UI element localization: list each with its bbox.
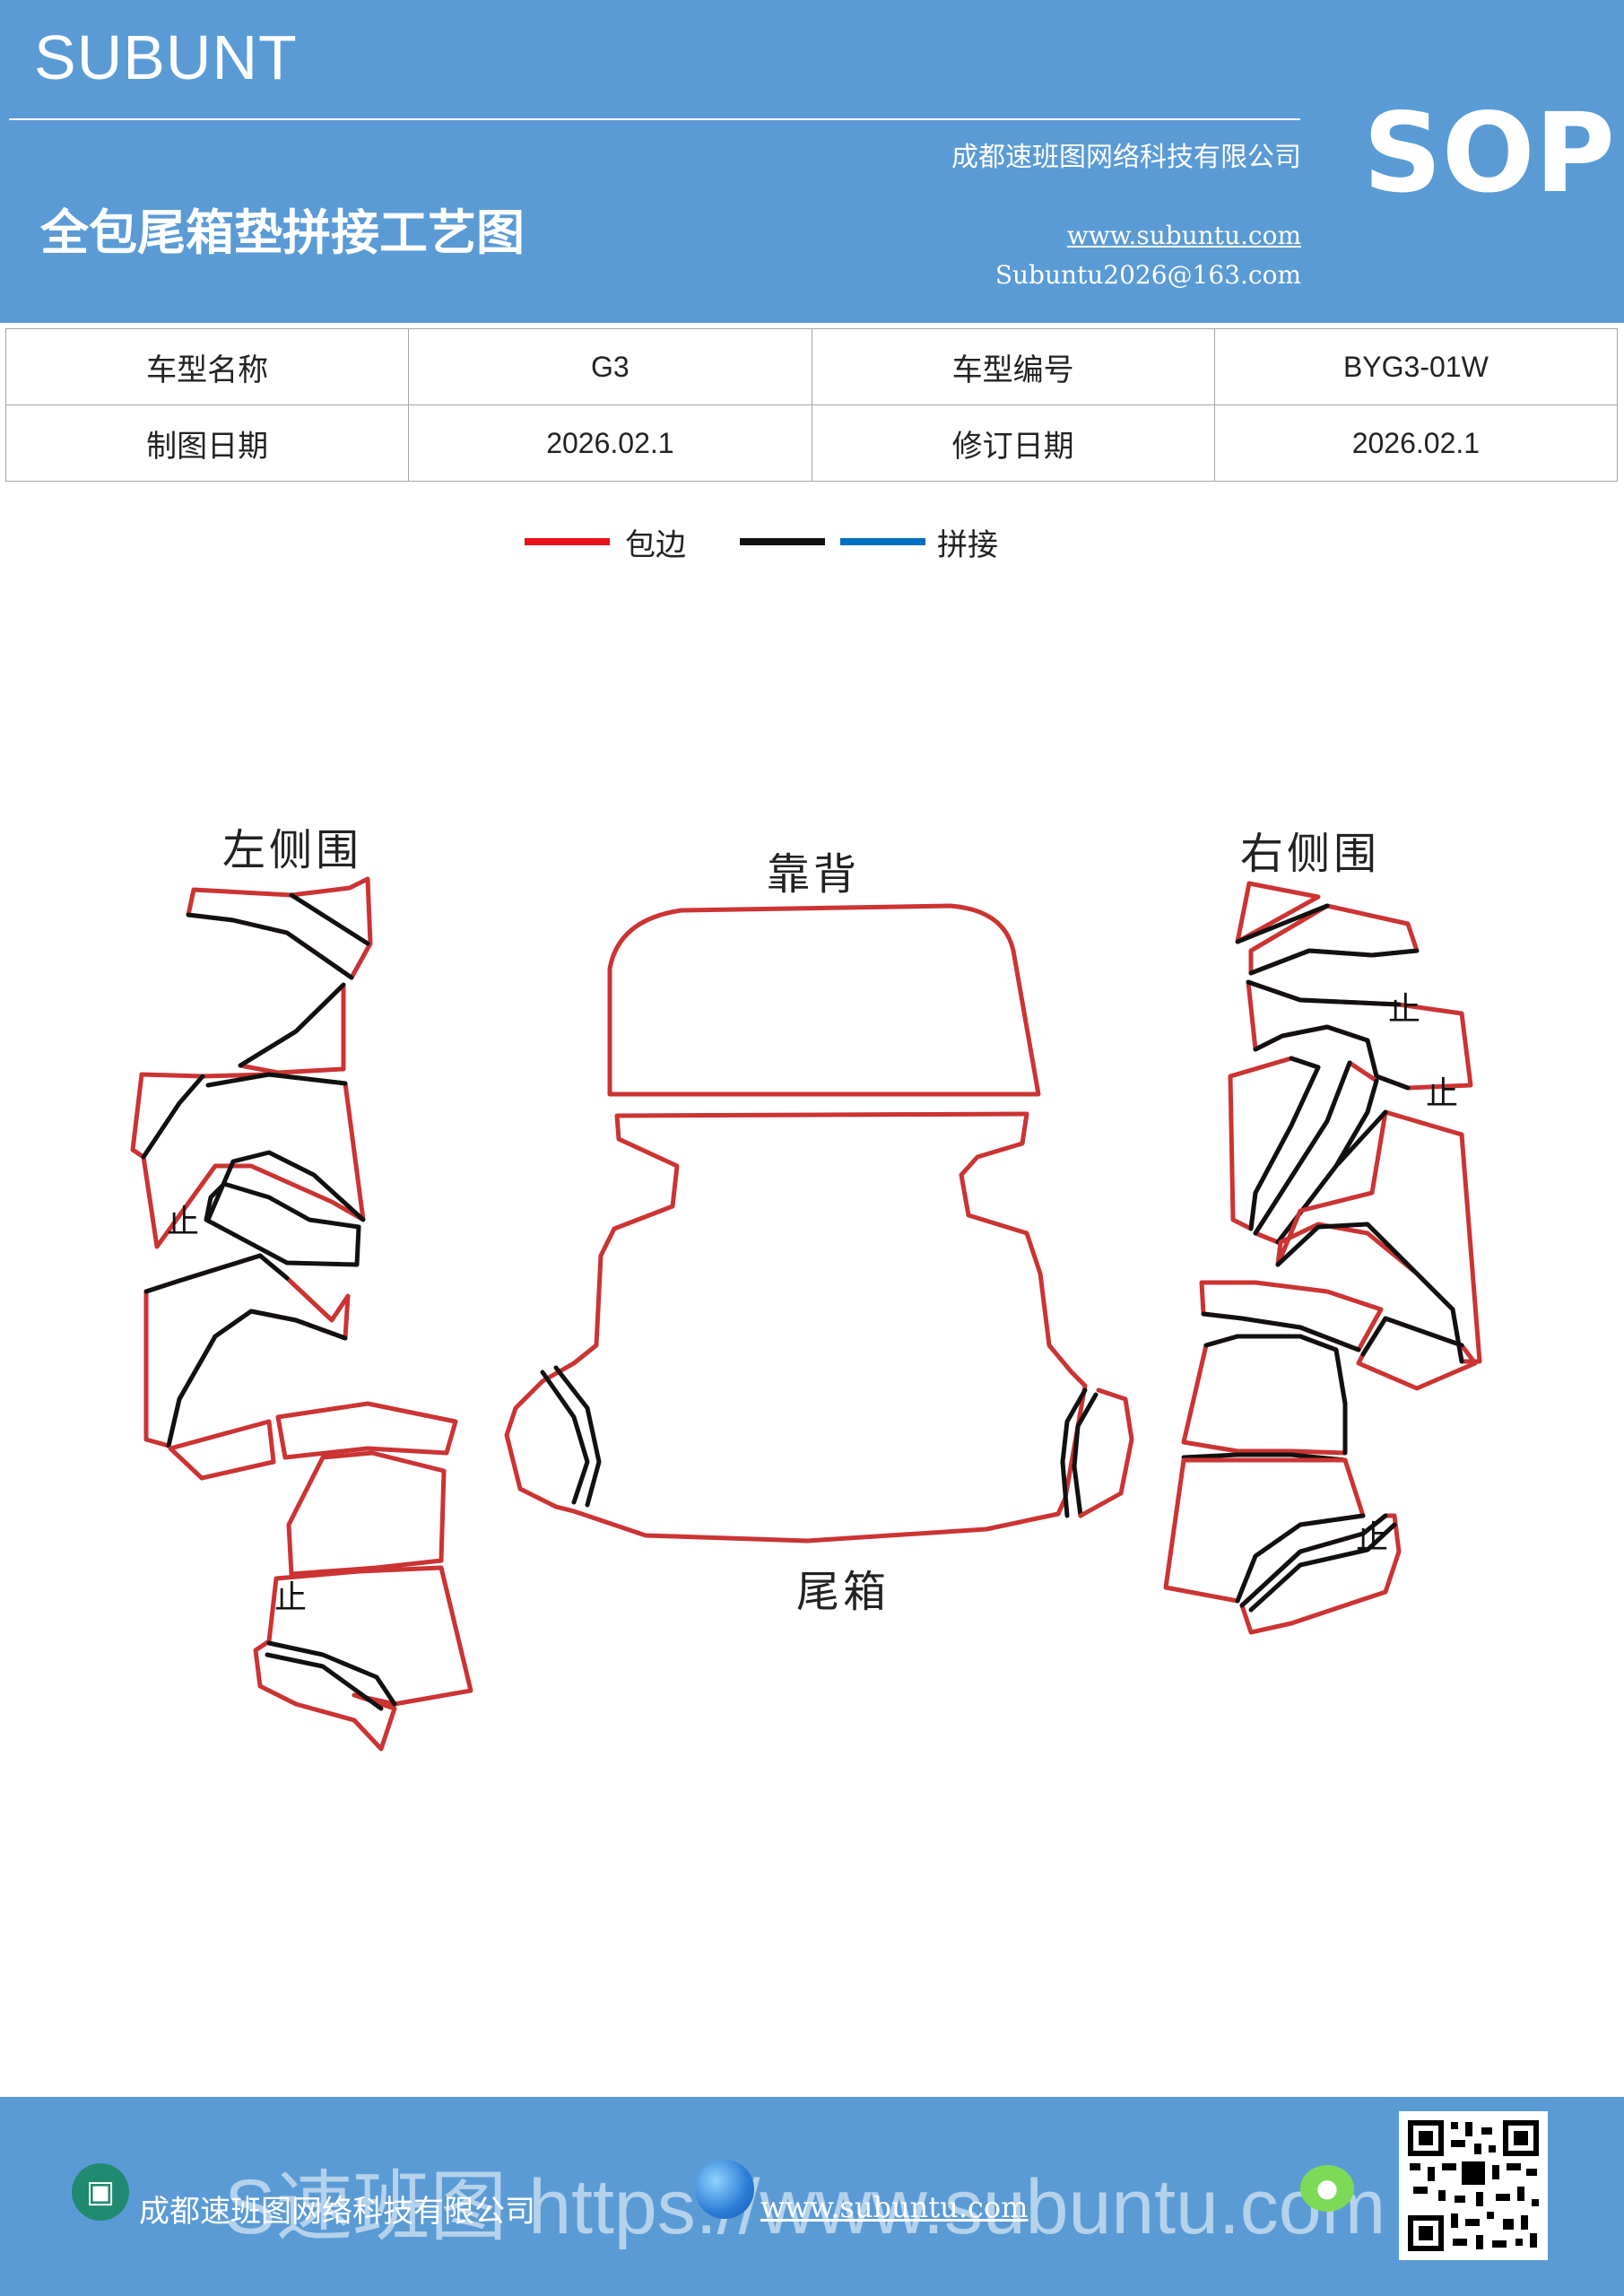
header-divider	[9, 118, 1300, 120]
stop-mark: 止	[1356, 1519, 1389, 1556]
edge-legend-label: 包边	[625, 527, 686, 563]
contact-email[interactable]: Subuntu2026@163.com	[994, 260, 1301, 290]
right-piece-6	[1275, 1109, 1482, 1364]
model-code-label: 车型编号	[811, 328, 1215, 405]
qr-code[interactable]	[1399, 2111, 1548, 2260]
right-piece-1	[1235, 881, 1321, 944]
backrest-label: 靠背	[767, 849, 861, 900]
building-icon: ▣	[72, 2163, 129, 2221]
right-seam-15	[1239, 1513, 1388, 1608]
left-seam-10	[266, 1640, 397, 1707]
left-piece-8	[253, 1565, 473, 1752]
right-seam-2	[1248, 948, 1420, 976]
brand-name: SUBUNT	[34, 22, 298, 92]
wechat-icon: ●	[1300, 2165, 1354, 2212]
left-seam-4	[141, 1074, 205, 1160]
right-side-panels	[1163, 881, 1482, 1635]
right-seam-6	[1253, 1060, 1352, 1236]
back-panel	[607, 903, 1041, 1097]
left-seam-9	[166, 1309, 348, 1448]
right-seam-3	[1246, 979, 1402, 1007]
left-seam-11	[265, 1652, 384, 1711]
trunk-panel	[504, 1111, 1134, 1544]
footer-company-name: 成都速班图网络科技有限公司	[139, 2194, 535, 2230]
left-seam-1	[186, 912, 354, 980]
trunk-seam-left-2	[553, 1365, 602, 1508]
stop-mark: 止	[1426, 1075, 1459, 1112]
header-banner: SUBUNT 成都速班图网络科技有限公司 全包尾箱垫拼接工艺图 www.subu…	[0, 0, 1624, 323]
globe-icon	[695, 2160, 754, 2219]
stop-mark: 止	[1388, 991, 1421, 1028]
left-seam-8	[143, 1253, 290, 1294]
right-piece-5	[1253, 1060, 1379, 1245]
splice-legend-swatch-blue	[840, 538, 925, 545]
right-seam-13	[1181, 1452, 1348, 1463]
right-piece-10	[1163, 1457, 1366, 1604]
trunk-label: 尾箱	[796, 1567, 890, 1617]
stop-mark: 止	[274, 1579, 308, 1616]
left-seam-3	[238, 982, 346, 1068]
right-seam-7	[1275, 1078, 1379, 1245]
left-seam-2	[289, 892, 370, 946]
right-seam-1	[1235, 903, 1330, 944]
right-seam-16	[1248, 1522, 1397, 1613]
legend: 包边 拼接	[0, 520, 1624, 574]
right-seam-8	[1275, 1222, 1464, 1364]
footer-watermark: S速班图 https://www.subuntu.com	[224, 2164, 1386, 2250]
company-name: 成都速班图网络科技有限公司	[951, 142, 1301, 173]
revision-date-value: 2026.02.1	[1213, 404, 1619, 482]
footer-banner: ▣ S速班图 https://www.subuntu.com 成都速班图网络科技…	[0, 2097, 1624, 2296]
qr-code-graphic	[1406, 2118, 1541, 2253]
website-link[interactable]: www.subuntu.com	[1066, 221, 1301, 250]
right-seam-10	[1201, 1311, 1361, 1352]
draw-date-value: 2026.02.1	[408, 404, 812, 482]
right-side-label: 右侧围	[1240, 829, 1381, 879]
backrest-piece	[607, 903, 1041, 1097]
trunk-seam-right-1	[1060, 1387, 1088, 1518]
vehicle-info-table: 车型名称 G3 车型编号 BYG3-01W 制图日期 2026.02.1 修订日…	[4, 328, 1619, 482]
table-row: 制图日期 2026.02.1 修订日期 2026.02.1	[4, 404, 1619, 482]
trunk-floor-piece	[504, 1111, 1088, 1544]
right-seam-4	[1253, 1024, 1411, 1091]
stop-mark: 止	[167, 1204, 200, 1240]
trunk-seam-left-1	[540, 1370, 590, 1505]
left-side-panels	[130, 876, 473, 1752]
right-seam-12	[1203, 1334, 1348, 1456]
footer-website-link[interactable]: www.subuntu.com	[760, 2190, 1029, 2224]
left-side-label: 左侧围	[222, 825, 363, 875]
table-row: 车型名称 G3 车型编号 BYG3-01W	[4, 328, 1619, 405]
model-name-value: G3	[408, 328, 812, 405]
sop-badge: SOP	[1363, 90, 1615, 217]
left-piece-6	[275, 1401, 458, 1460]
left-seam-7	[204, 1181, 361, 1267]
right-seam-14	[1235, 1513, 1366, 1604]
splice-legend-label: 拼接	[937, 527, 998, 563]
page-title: 全包尾箱垫拼接工艺图	[40, 204, 525, 261]
splice-legend-swatch-black	[740, 538, 825, 545]
left-piece-5	[168, 1419, 276, 1481]
trunk-right-wing	[1078, 1387, 1134, 1518]
draw-date-label: 制图日期	[4, 404, 410, 482]
left-seam-6	[205, 1150, 366, 1222]
trunk-seam-right-2	[1072, 1392, 1099, 1518]
revision-date-label: 修订日期	[811, 404, 1215, 482]
right-seam-5	[1248, 1056, 1321, 1231]
left-seam-5	[205, 1072, 348, 1088]
edge-legend-swatch	[525, 538, 610, 545]
right-seam-9	[1333, 1109, 1388, 1169]
right-seam-11	[1360, 1316, 1464, 1357]
left-piece-7	[286, 1450, 447, 1577]
right-piece-9	[1181, 1334, 1348, 1456]
model-code-value: BYG3-01W	[1213, 328, 1619, 405]
model-name-label: 车型名称	[4, 328, 410, 405]
